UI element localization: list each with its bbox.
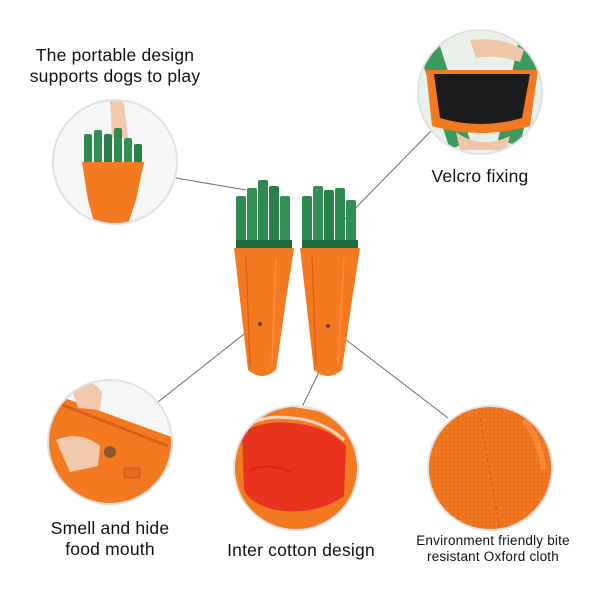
carrot-leaves-right bbox=[302, 186, 358, 250]
leader-line-smell bbox=[157, 322, 259, 403]
feature-circle-velcro bbox=[417, 29, 543, 155]
cotton-lining-icon bbox=[234, 406, 358, 530]
oxford-fabric-icon bbox=[428, 406, 552, 530]
caption-cotton: Inter cotton design bbox=[206, 540, 396, 561]
caption-cotton-line1: Inter cotton design bbox=[227, 540, 375, 560]
caption-oxford: Environment friendly bite resistant Oxfo… bbox=[398, 533, 588, 566]
leader-line-cotton bbox=[301, 369, 321, 408]
carrot-toy-left bbox=[234, 180, 294, 376]
caption-oxford-line1: Environment friendly bite bbox=[416, 533, 570, 548]
carrot-toy-right bbox=[300, 186, 360, 376]
caption-portable: The portable design supports dogs to pla… bbox=[10, 45, 220, 88]
caption-portable-line2: supports dogs to play bbox=[29, 66, 201, 87]
feature-circle-portable bbox=[52, 99, 178, 225]
hand-holding-carrot-icon bbox=[82, 100, 144, 224]
feature-circle-smell bbox=[47, 379, 173, 505]
caption-velcro-line1: Velcro fixing bbox=[431, 166, 529, 186]
caption-velcro: Velcro fixing bbox=[405, 166, 555, 187]
leader-line-portable bbox=[175, 177, 247, 191]
hiding-treat-icon bbox=[48, 381, 172, 504]
feature-circle-oxford bbox=[427, 405, 553, 531]
caption-smell-line1: Smell and hide bbox=[50, 518, 170, 538]
carrot-body-right bbox=[300, 248, 360, 376]
leader-line-oxford bbox=[327, 325, 449, 419]
carrot-body-left bbox=[234, 248, 294, 376]
caption-oxford-line2: resistant Oxford cloth bbox=[427, 549, 559, 565]
velcro-strip-icon bbox=[418, 30, 542, 150]
feature-circle-cotton bbox=[233, 405, 359, 531]
caption-smell-line2: food mouth bbox=[65, 539, 155, 560]
caption-smell: Smell and hide food mouth bbox=[20, 518, 200, 561]
carrot-leaves-left bbox=[236, 180, 292, 250]
caption-portable-line1: The portable design bbox=[35, 45, 195, 65]
